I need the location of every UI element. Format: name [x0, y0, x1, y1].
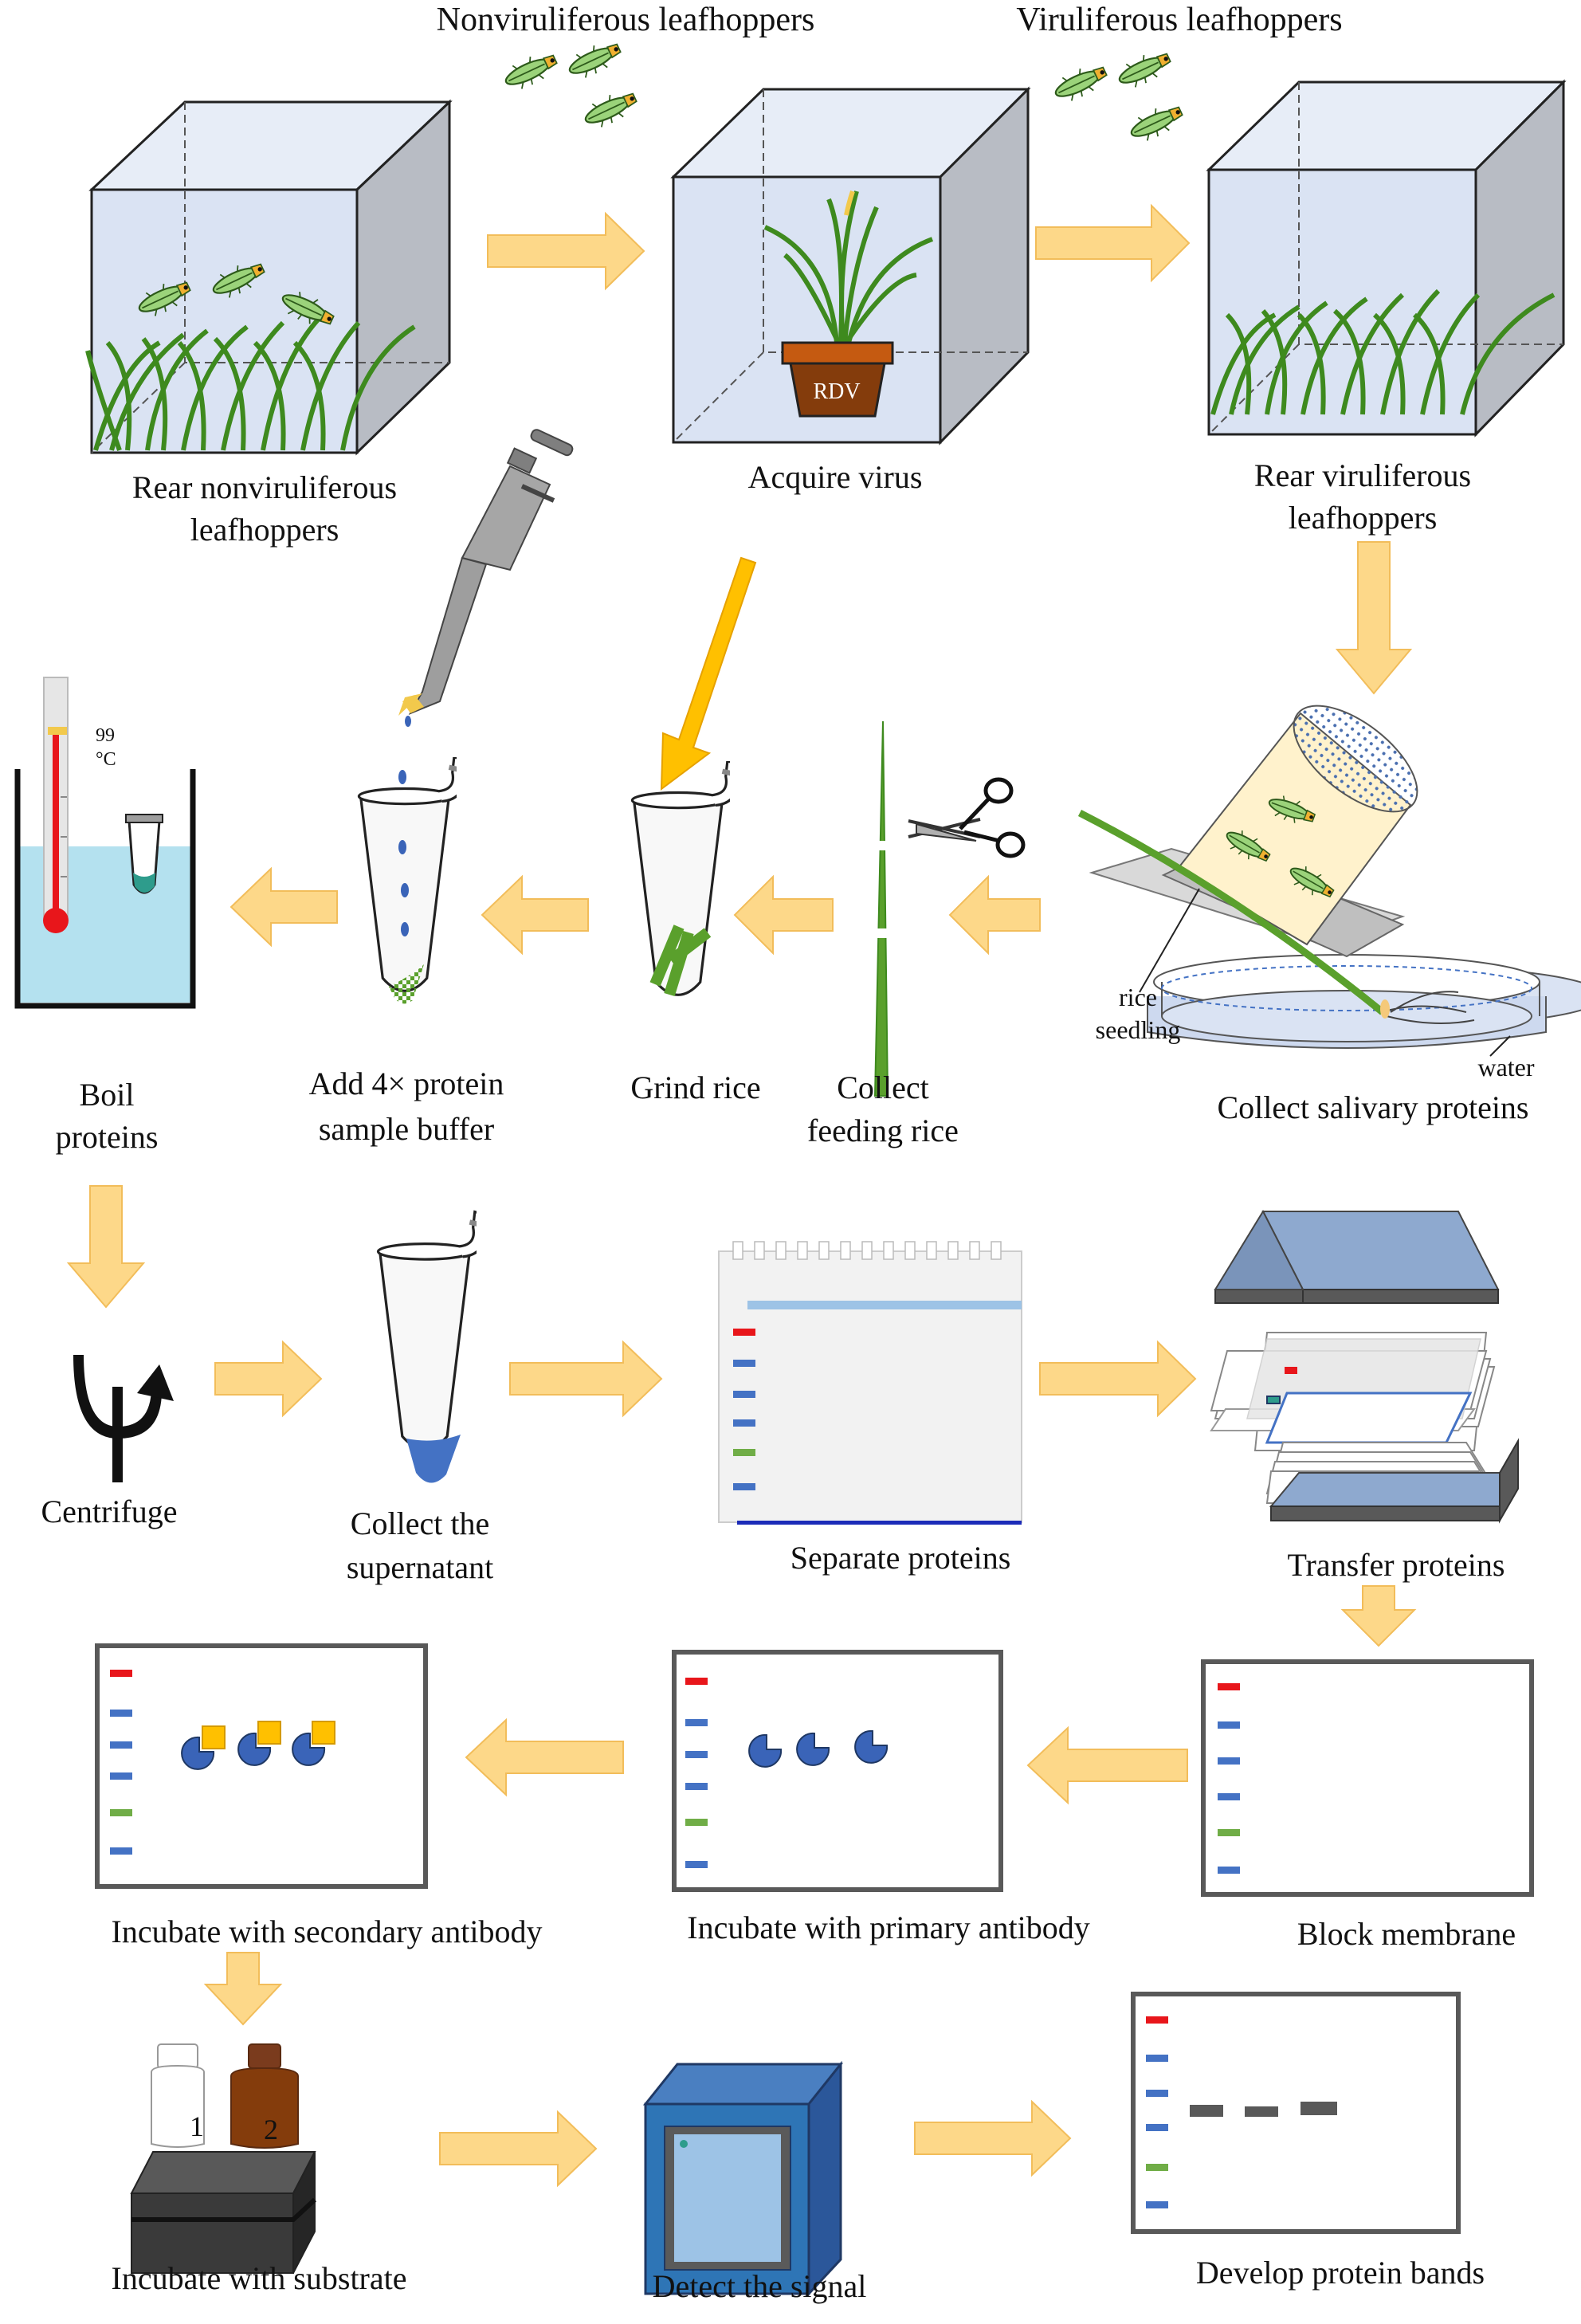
- rdv-pot: RDV: [781, 341, 894, 418]
- arrow-right: [487, 211, 645, 291]
- step-substrate: Incubate with substrate: [112, 2260, 407, 2296]
- water-label: water: [1477, 1053, 1534, 1082]
- bottle-1-label: 1: [190, 2110, 204, 2142]
- bottle-2-label: 2: [264, 2114, 278, 2145]
- arrow-right: [439, 2110, 598, 2188]
- step-rear-viruliferous-line2: leafhoppers: [1289, 500, 1438, 536]
- buffer-tube: [359, 757, 469, 1004]
- flying-leafhoppers-nonviruliferous: [500, 35, 641, 134]
- primary-antibody-icons: [748, 1729, 889, 1768]
- arrow-right: [914, 2099, 1072, 2177]
- step-add-buffer-line2: sample buffer: [319, 1111, 494, 1147]
- step-develop-bands: Develop protein bands: [1196, 2255, 1485, 2291]
- feeding-rice-stem: [865, 720, 900, 1097]
- scissors-icon: [908, 777, 1026, 858]
- row5-signal-development: 1 2 Incubate with substrate Detect the s…: [112, 1992, 1485, 2304]
- step-collect-supernatant-line1: Collect the: [351, 1505, 489, 1541]
- secondary-antibody-icons: [181, 1721, 335, 1770]
- bath-tube: [125, 814, 163, 894]
- step-separate-proteins: Separate proteins: [790, 1540, 1011, 1576]
- centrifuge-icon: [73, 1355, 174, 1482]
- flow-arrows-row4: [203, 1717, 1188, 2026]
- arrow-down: [1335, 541, 1413, 695]
- rice-seedling-leaf: [1077, 809, 1385, 1015]
- step-secondary-antibody: Incubate with secondary antibody: [112, 1914, 543, 1949]
- protein-bands: [1190, 2102, 1337, 2117]
- cage-nonviruliferous: [85, 99, 453, 456]
- arrow-down: [66, 1185, 146, 1309]
- row3-electrophoresis: Centrifuge Collect the supernatant: [41, 1209, 1519, 1647]
- arrow-left: [733, 874, 834, 956]
- step-collect-feeding-rice-line1: Collect: [837, 1070, 929, 1105]
- step-detect-signal: Detect the signal: [653, 2268, 867, 2304]
- salivary-collection-apparatus: [1077, 705, 1581, 1057]
- arrow-down: [203, 1952, 283, 2026]
- grass-clump: [1210, 289, 1556, 415]
- temperature-unit: °C: [96, 749, 116, 770]
- step-collect-feeding-rice-line2: feeding rice: [807, 1113, 959, 1148]
- transfer-sandwich: [1210, 1209, 1519, 1524]
- step-collect-supernatant-line2: supernatant: [347, 1549, 493, 1585]
- rice-seedling-label-line2: seedling: [1096, 1015, 1181, 1044]
- arrow-left: [230, 866, 338, 948]
- imager-device: [642, 2060, 844, 2297]
- step-block-membrane: Block membrane: [1297, 1916, 1516, 1952]
- step-add-buffer-line1: Add 4× protein: [309, 1066, 504, 1101]
- arrow-left: [465, 1717, 624, 1797]
- step-rear-nonviruliferous-line2: leafhoppers: [190, 512, 339, 548]
- arrow-right: [509, 1340, 663, 1418]
- arrow-down: [1340, 1585, 1417, 1647]
- gel-comb-wells: [732, 1241, 1002, 1260]
- arrow-left: [481, 874, 589, 956]
- arrow-left: [1026, 1725, 1188, 1805]
- membrane-block: [1201, 1659, 1534, 1897]
- rice-seedling-label-line1: rice: [1119, 983, 1157, 1011]
- sds-page-gel: [718, 1241, 1022, 1525]
- step-primary-antibody: Incubate with primary antibody: [687, 1910, 1089, 1945]
- step-acquire-virus: Acquire virus: [748, 459, 923, 495]
- flow-arrows-row5: [439, 2099, 1072, 2188]
- arrow-left: [948, 874, 1041, 956]
- pot-label: RDV: [813, 379, 860, 404]
- flying-leafhoppers-viruliferous: [1049, 45, 1187, 147]
- flow-arrows-row2: [66, 866, 1041, 1309]
- flow-arrows-row3: [214, 1340, 1417, 1647]
- step-rear-viruliferous-line1: Rear viruliferous: [1254, 457, 1471, 493]
- step-centrifuge: Centrifuge: [41, 1494, 177, 1529]
- arrow-right: [1035, 203, 1191, 283]
- water-bath: [14, 677, 196, 1009]
- arrow-right: [214, 1340, 323, 1418]
- cage-acquire-virus: RDV: [670, 86, 1031, 446]
- substrate-station: 1 2: [130, 2043, 317, 2274]
- grind-tube: [632, 761, 743, 995]
- bottle-1-icon: 1: [151, 2043, 205, 2148]
- thermometer-icon: [43, 677, 69, 933]
- membrane-secondary-antibody: [95, 1643, 428, 1889]
- step-boil-line1: Boil: [80, 1077, 135, 1113]
- grind-arrow-icon: [660, 556, 757, 791]
- cage-viruliferous: [1206, 79, 1567, 438]
- membrane-developed: [1131, 1992, 1461, 2234]
- step-transfer-proteins: Transfer proteins: [1288, 1547, 1505, 1583]
- step-rear-nonviruliferous-line1: Rear nonviruliferous: [132, 469, 397, 505]
- pipette-icon: [398, 429, 574, 727]
- flow-arrows-row1: [487, 203, 1413, 695]
- arrow-right: [1039, 1340, 1197, 1418]
- step-collect-salivary: Collect salivary proteins: [1217, 1089, 1528, 1125]
- row4-immunodetection: Block membrane Incubate with primary ant…: [95, 1643, 1534, 2026]
- bottle-2-icon: 2: [230, 2043, 299, 2149]
- membrane-primary-antibody: [672, 1650, 1003, 1892]
- step-grind-rice: Grind rice: [630, 1070, 760, 1105]
- step-boil-line2: proteins: [56, 1119, 159, 1155]
- supernatant-tube: [379, 1212, 491, 1483]
- temperature-value: 99: [96, 725, 115, 746]
- row1-leafhopper-rearing: Nonviruliferous leafhoppers Viruliferous…: [85, 2, 1567, 695]
- row2-sample-collection: rice seedling water Collect salivary pro…: [14, 429, 1581, 1309]
- nonviruliferous-leafhoppers-label: Nonviruliferous leafhoppers: [437, 2, 815, 38]
- viruliferous-leafhoppers-label: Viruliferous leafhoppers: [1016, 2, 1342, 38]
- rice-plant: [763, 190, 934, 344]
- grass-clump: [85, 316, 416, 451]
